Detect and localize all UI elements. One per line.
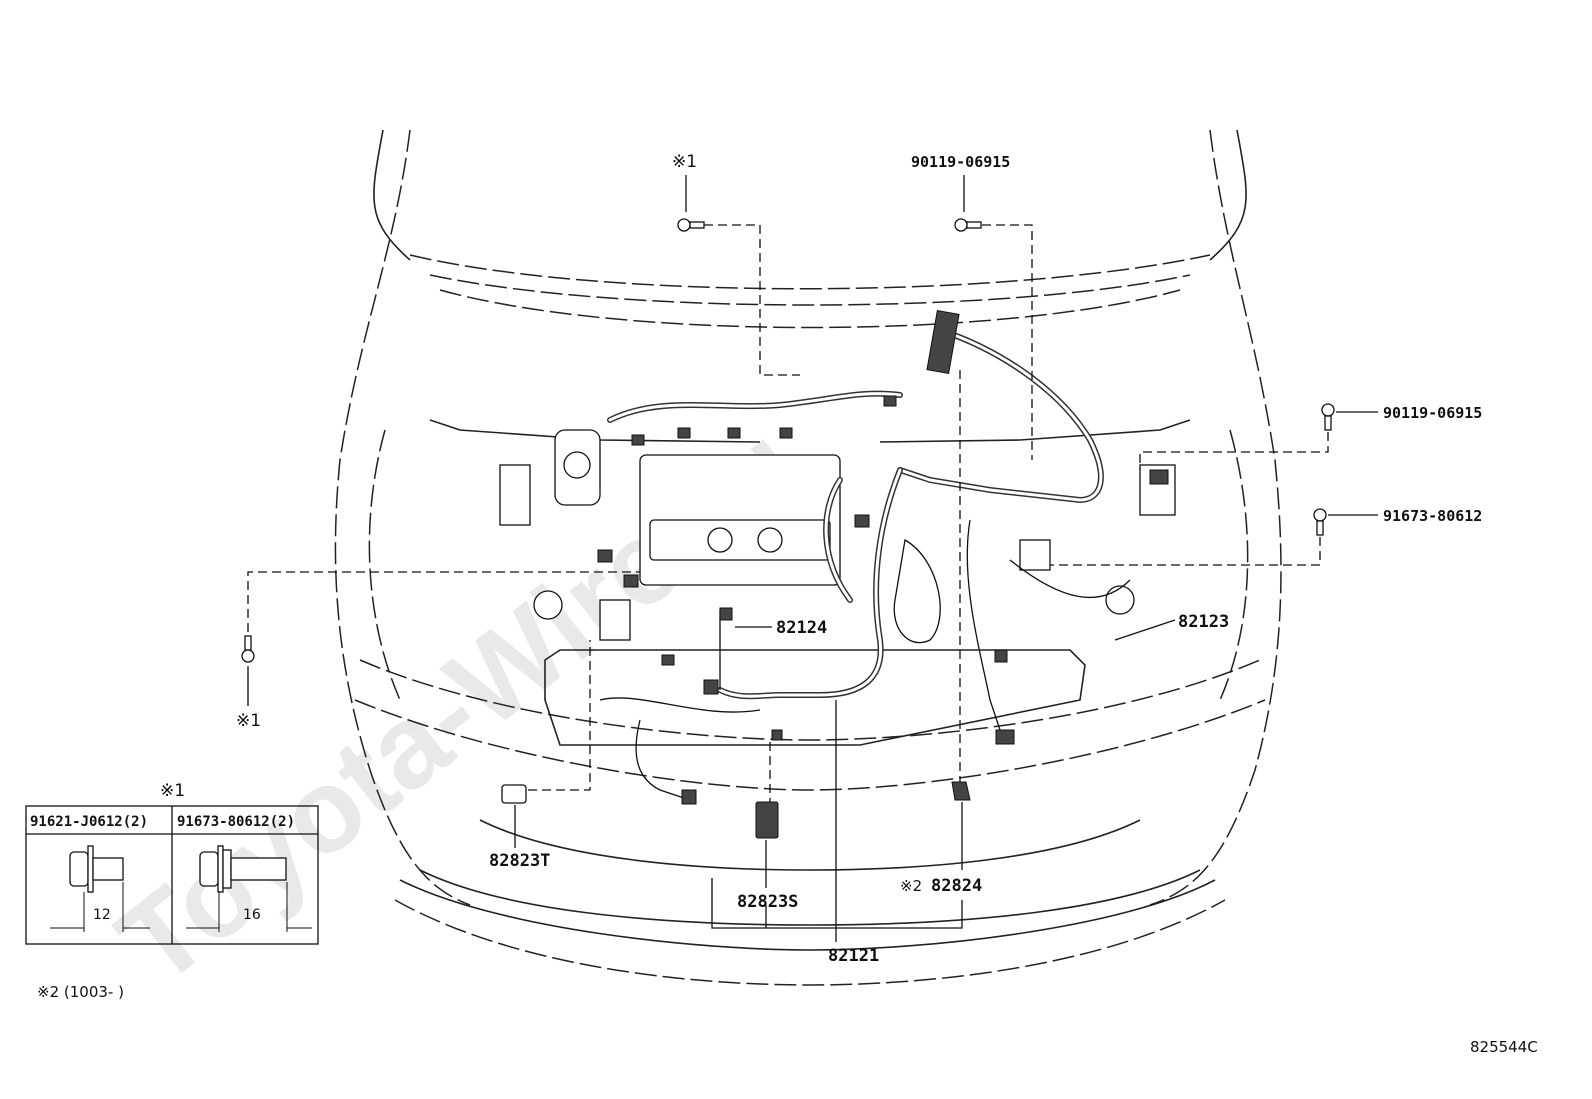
leader-lines <box>247 175 1378 942</box>
footnote: ※2 (1003- ) <box>37 983 124 1001</box>
bolt-icon-top-left <box>677 218 705 232</box>
callout-90119-06915-top: 90119-06915 <box>911 153 1010 171</box>
bolt-table-col2-part: 91673-80612(2) <box>177 814 295 830</box>
callout-82121: 82121 <box>828 946 879 966</box>
bolt-table-col2-length: 16 <box>243 907 261 923</box>
harness-connectors <box>597 395 1169 805</box>
bolt-table-title: ※1 <box>160 781 185 801</box>
bolt-table-col1-part: 91621-J0612(2) <box>30 814 148 830</box>
wiring-harness <box>599 309 1131 801</box>
callout-82823T: 82823T <box>489 851 550 871</box>
callout-mark1-top: ※1 <box>672 152 697 172</box>
bolt-icon-top-center <box>954 218 982 232</box>
part-82823S-shape <box>755 801 779 839</box>
callout-90119-06915-right: 90119-06915 <box>1383 404 1482 422</box>
washer-bolt-icon <box>199 845 287 893</box>
part-82824-shape <box>951 781 971 801</box>
callout-91673-80612-right: 91673-80612 <box>1383 507 1482 525</box>
figure-id: 825544C <box>1470 1038 1538 1056</box>
flange-bolt-icon <box>69 845 124 893</box>
bolt-icon-left <box>241 635 255 663</box>
callout-82824-prefix: ※2 <box>900 877 922 895</box>
bolt-spec-table: ※1 91621-J0612(2) 91673-80612(2) 12 16 <box>25 781 319 945</box>
engine-block <box>499 429 1176 644</box>
callout-82124: 82124 <box>776 618 827 638</box>
callout-82823S: 82823S <box>737 892 798 912</box>
callout-mark1-left: ※1 <box>236 711 261 731</box>
part-82823T-shape <box>501 784 527 804</box>
bolt-table-col1-length: 12 <box>93 907 111 923</box>
bolt-icon-right-lower <box>1313 508 1327 536</box>
bolt-icon-right-upper <box>1321 403 1335 431</box>
callout-82123: 82123 <box>1178 612 1229 632</box>
callout-82824: 82824 <box>931 876 982 896</box>
